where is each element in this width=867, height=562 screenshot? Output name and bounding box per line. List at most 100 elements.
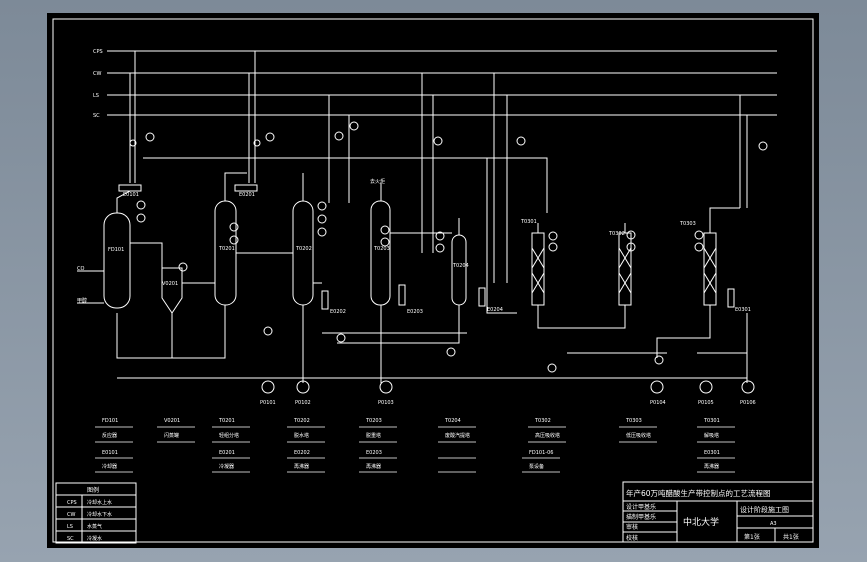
eqlist-13-tag: E0203 xyxy=(366,450,382,456)
tag-r3: T0303 xyxy=(679,221,696,227)
legend-code-4: SC xyxy=(67,536,74,542)
eqlist-6-name: 废酸汽提塔 xyxy=(445,432,470,439)
legend-code-1: CPS xyxy=(67,500,77,506)
utility-label-sc: SC xyxy=(93,113,100,119)
tag-col1: T0201 xyxy=(218,246,235,252)
eqlist-15-tag: E0301 xyxy=(704,450,720,456)
eqlist-9-tag: T0301 xyxy=(703,418,720,424)
eqlist-10-tag: E0101 xyxy=(102,450,118,456)
school-name: 中北大学 xyxy=(683,516,719,528)
utility-label-cw: CW xyxy=(93,71,101,77)
eqlist-9-name: 解吸塔 xyxy=(704,432,719,439)
eqlist-3-tag: T0201 xyxy=(218,418,235,424)
process-flow-diagram: CPS CW LS SC CO 甲醇 去火炬 FD101 V0201 T0201… xyxy=(52,18,814,544)
tag-r1: T0301 xyxy=(520,219,537,225)
legend-desc-1: 冷却水上水 xyxy=(87,499,112,506)
eqlist-7-name: 高压吸收塔 xyxy=(535,432,560,439)
eqlist-5-name: 脱重塔 xyxy=(366,432,381,439)
column-t0204 xyxy=(451,234,467,306)
legend-desc-2: 冷却水下水 xyxy=(87,511,112,518)
tb-row-4: 校核 xyxy=(626,534,638,542)
exchanger-e0201 xyxy=(234,184,258,192)
eqlist-2-tag: V0201 xyxy=(164,418,180,424)
process-lines xyxy=(77,157,748,383)
eqlist-13-name: 再沸器 xyxy=(366,463,381,470)
exchanger-e0203 xyxy=(398,284,406,306)
packed-column-t0303 xyxy=(703,232,717,306)
legend-block xyxy=(55,482,137,544)
utility-drops xyxy=(129,51,748,283)
tag-p4: P0104 xyxy=(650,400,666,406)
exchanger-e0202 xyxy=(321,290,329,310)
reactor-vessel xyxy=(103,212,131,309)
tag-e2: E0202 xyxy=(330,309,346,315)
column-t0202 xyxy=(292,200,314,306)
tag-e4: E0301 xyxy=(735,307,751,313)
exchanger-e0204 xyxy=(478,287,486,307)
eqlist-separators xyxy=(95,426,735,473)
eqlist-2-name: 闪蒸罐 xyxy=(164,432,179,439)
eqlist-4-name: 脱水塔 xyxy=(294,432,309,439)
tag-e1: E0201 xyxy=(239,192,255,198)
inlet-methanol-label: 甲醇 xyxy=(77,297,87,304)
utility-label-ls: LS xyxy=(93,93,99,99)
tag-e-col4: E0204 xyxy=(487,307,503,313)
eqlist-10-name: 冷却器 xyxy=(102,463,117,470)
tag-p1: P0101 xyxy=(260,400,276,406)
tag-e-reactor: E0101 xyxy=(123,192,139,198)
sheet-total: 共1张 xyxy=(783,533,799,541)
eqlist-3-name: 轻组分塔 xyxy=(219,432,239,439)
exchanger-e0301 xyxy=(727,288,735,308)
tag-col4: T0204 xyxy=(452,263,469,269)
tag-p6: P0106 xyxy=(740,400,756,406)
eqlist-11-name: 冷凝器 xyxy=(219,463,234,470)
tag-reactor: FD101 xyxy=(108,247,124,253)
eqlist-4-tag: T0202 xyxy=(293,418,310,424)
tag-col2: T0202 xyxy=(295,246,312,252)
drawing-title: 年产60万吨醋酸生产带控制点的工艺流程图 xyxy=(626,488,771,498)
eqlist-5-tag: T0203 xyxy=(365,418,382,424)
eqlist-8-tag: T0303 xyxy=(625,418,642,424)
eqlist-1-tag: FD101 xyxy=(102,418,118,424)
exchanger-e0101 xyxy=(118,184,142,192)
tag-flash: V0201 xyxy=(162,281,178,287)
legend-code-2: CW xyxy=(67,512,75,518)
column-t0203 xyxy=(370,200,391,306)
eqlist-1-name: 反应器 xyxy=(102,432,117,439)
drawing-sheet: CPS CW LS SC CO 甲醇 去火炬 FD101 V0201 T0201… xyxy=(47,13,819,548)
eqlist-14-tag: FD101-06 xyxy=(529,450,553,456)
tb-row-1: 设计甲基乐 xyxy=(626,503,656,511)
legend-code-3: LS xyxy=(67,524,73,530)
packed-column-t0301 xyxy=(531,232,545,306)
tb-row-3: 审核 xyxy=(626,523,638,531)
eqlist-11-tag: E0201 xyxy=(219,450,235,456)
eqlist-7-tag: T0302 xyxy=(534,418,551,424)
utility-label-cps: CPS xyxy=(93,49,103,55)
legend-desc-4: 冷凝水 xyxy=(87,535,102,542)
instrument-bubbles xyxy=(129,121,768,373)
tb-row-2: 描制甲基乐 xyxy=(626,513,656,521)
pumps xyxy=(261,380,755,394)
tag-e3: E0203 xyxy=(407,309,423,315)
design-stage: 设计阶段施工图 xyxy=(740,505,789,514)
title-block xyxy=(622,481,814,543)
sheet-number: 第1张 xyxy=(744,533,760,541)
sheet-size: A3 xyxy=(770,521,777,527)
tag-p3: P0103 xyxy=(378,400,394,406)
tag-col3: T0203 xyxy=(373,246,390,252)
vent-label: 去火炬 xyxy=(370,178,385,185)
tag-p5: P0105 xyxy=(698,400,714,406)
eqlist-8-name: 低压吸收塔 xyxy=(626,432,651,439)
legend-title: 图例 xyxy=(87,486,99,494)
eqlist-12-name: 再沸器 xyxy=(294,463,309,470)
eqlist-15-name: 再沸器 xyxy=(704,463,719,470)
inlet-co-label: CO xyxy=(77,266,84,272)
flash-drum xyxy=(161,267,183,314)
tag-p2: P0102 xyxy=(295,400,311,406)
legend-desc-3: 水蒸气 xyxy=(87,523,102,530)
eqlist-14-name: 泵设备 xyxy=(529,463,544,470)
column-t0201 xyxy=(214,200,237,306)
eqlist-12-tag: E0202 xyxy=(294,450,310,456)
tag-r2: T0302 xyxy=(608,231,625,237)
drawing-border xyxy=(52,18,814,543)
